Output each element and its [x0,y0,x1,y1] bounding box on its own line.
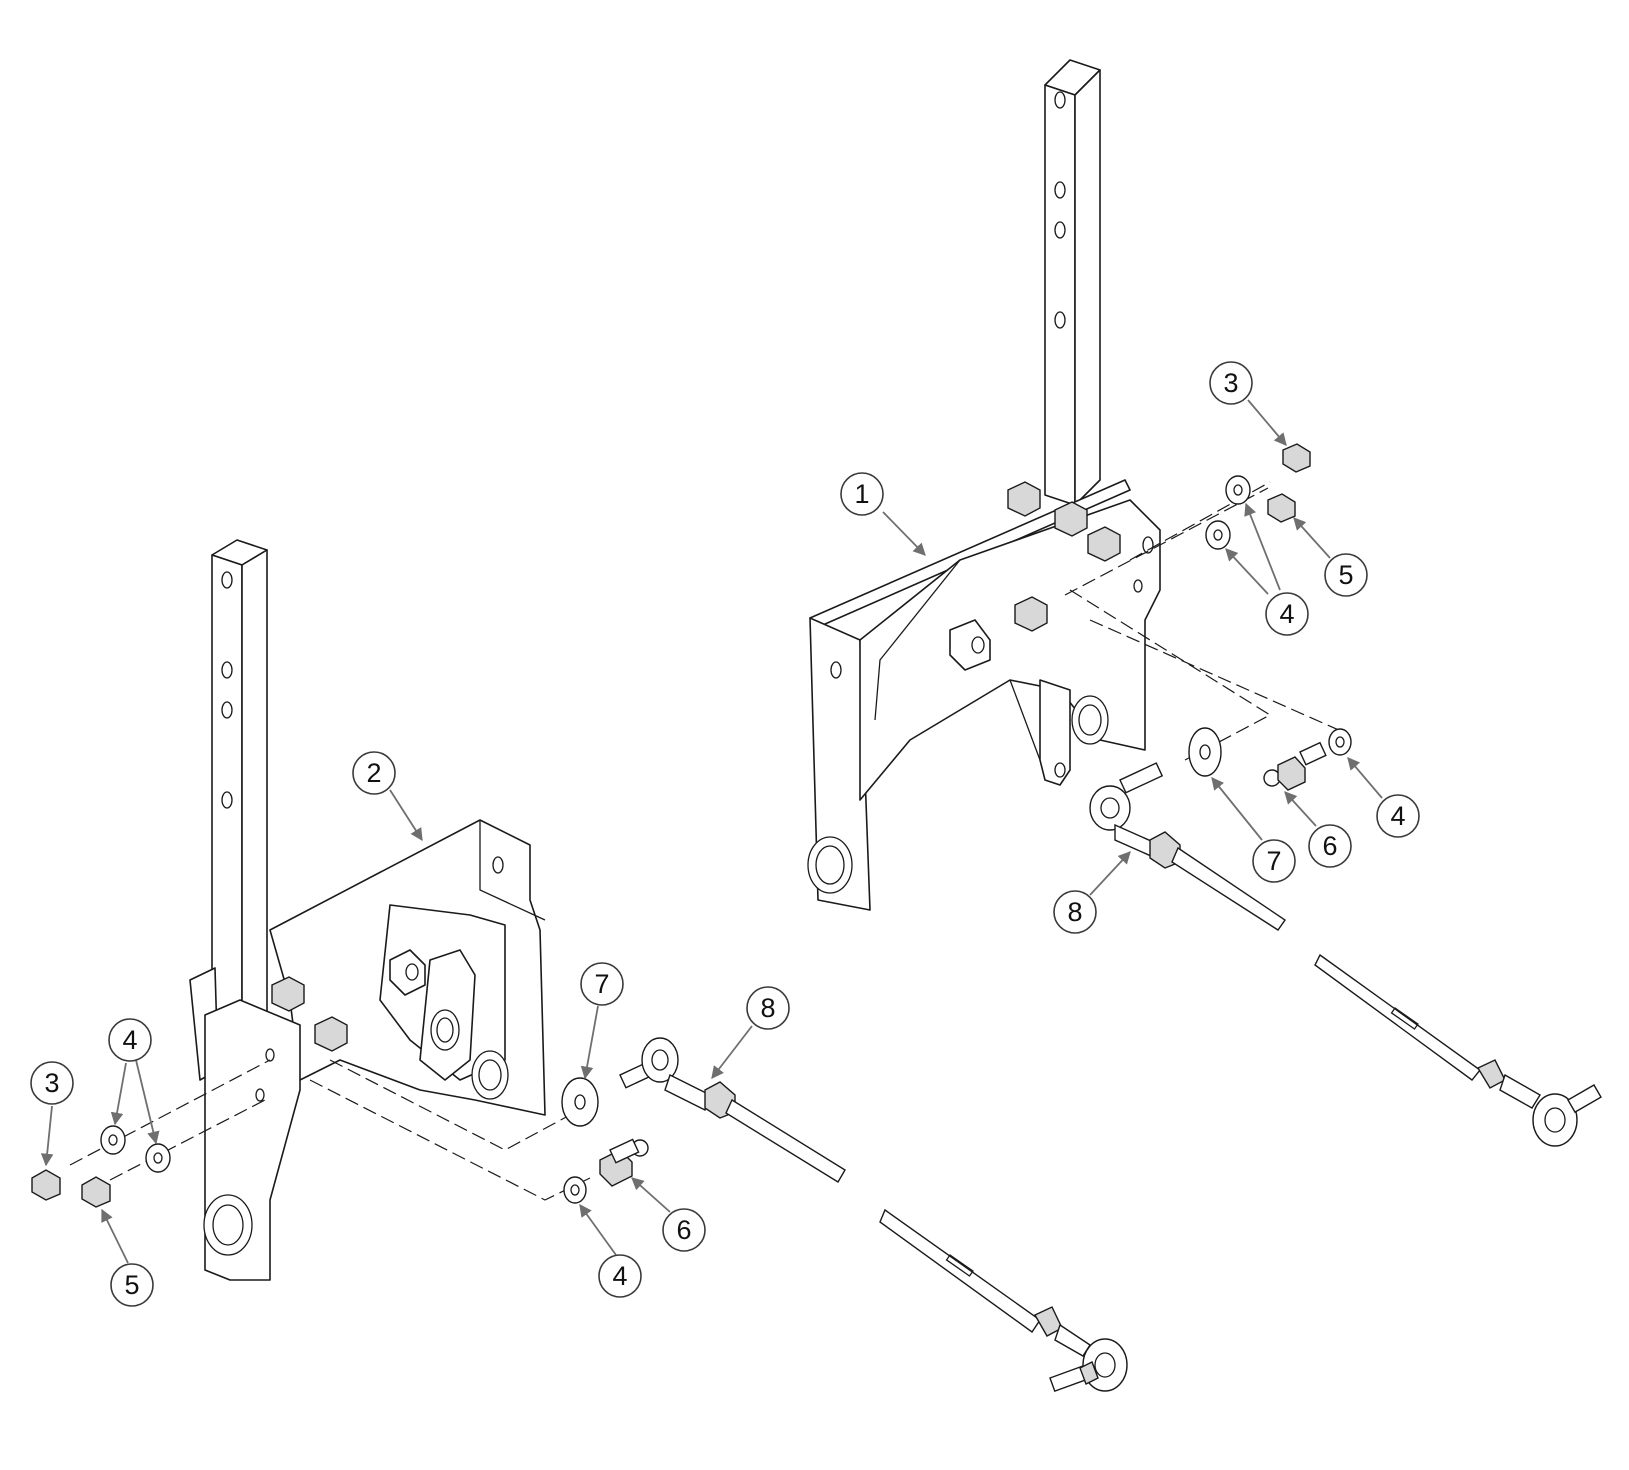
right-bracket-plate [807,479,1161,911]
callout-label: 4 [1279,599,1294,629]
right-hardware [1188,443,1352,791]
left-centerline-stud [309,1079,591,1201]
right-lever-bar [1044,59,1101,506]
left-bracket-plate [189,819,546,1281]
callout-label: 4 [122,1025,137,1055]
callout-label: 5 [1338,560,1353,590]
callout-1-right: 1 [840,472,926,556]
right-ball-stud-6 [1263,741,1327,791]
callout-label: 6 [1322,831,1337,861]
callout-label: 8 [760,993,775,1023]
left-cable-8 [619,1037,846,1183]
callout-7-left: 7 [580,962,624,1080]
right-centerline-upper [1064,487,1269,596]
right-cable-far-end [1314,953,1602,1147]
callout-8-left: 8 [711,986,790,1079]
callout-3-right: 3 [1209,361,1287,446]
right-assembly [807,59,1602,1147]
left-lever-bar [211,539,268,1086]
callout-6-right: 6 [1284,791,1352,868]
right-locknut-3 [1282,443,1311,473]
callout-5-right: 5 [1293,517,1368,597]
left-locknut-3 [31,1169,61,1201]
left-assembly [31,539,1128,1393]
callout-5-left: 5 [101,1208,154,1307]
callout-label: 7 [1266,846,1281,876]
callout-2-left: 2 [352,751,423,842]
callout-4-left-lower: 4 [579,1203,642,1298]
callout-label: 6 [676,1215,691,1245]
callout-8-right: 8 [1053,851,1131,934]
callout-4-left-upper: 4 [108,1018,160,1145]
callout-6-left: 6 [631,1177,706,1252]
callout-4-right-lower: 4 [1347,757,1420,838]
left-ball-stud-6 [599,1138,649,1187]
callout-label: 8 [1067,897,1082,927]
callout-label: 5 [124,1270,139,1300]
left-nut-5 [81,1176,111,1208]
left-cable-far-end [879,1208,1128,1393]
left-centerline-upper [69,1059,271,1166]
callout-label: 3 [1223,368,1238,398]
callout-3-left: 3 [30,1061,74,1167]
callout-label: 4 [612,1261,627,1291]
right-centerline-stud [1089,619,1351,736]
callout-label: 4 [1390,801,1405,831]
right-nut-5 [1267,493,1296,523]
callout-7-right: 7 [1211,777,1296,883]
left-centerline-mid [109,1099,266,1181]
left-hardware [31,1077,649,1208]
callouts: 1 3 4 5 4 6 7 [30,361,1420,1307]
callout-label: 1 [854,479,869,509]
callout-label: 3 [44,1068,59,1098]
callout-label: 7 [594,969,609,999]
callout-4-right-upper: 4 [1225,502,1309,636]
right-cable-8 [1089,762,1286,931]
callout-label: 2 [366,758,381,788]
left-centerline-pin [329,1059,571,1151]
